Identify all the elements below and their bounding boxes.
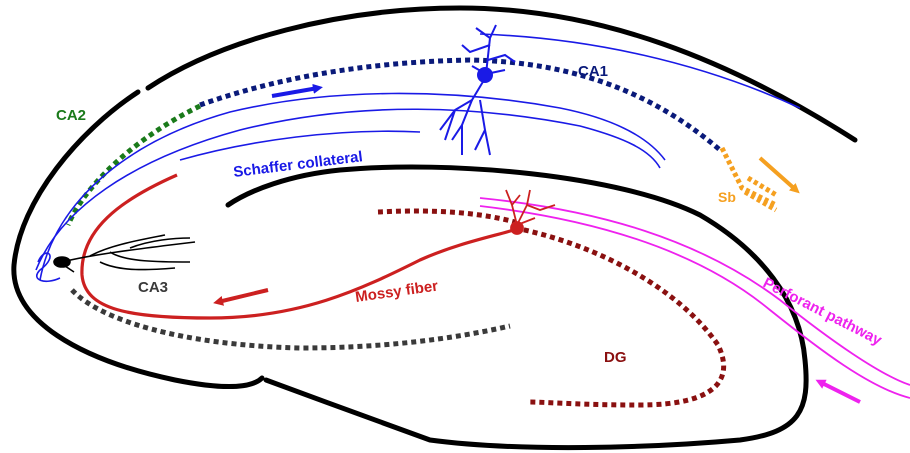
subiculum-direction-arrow [760, 158, 796, 190]
label-ca2: CA2 [56, 107, 86, 124]
schaffer-direction-arrow [272, 88, 318, 96]
label-mossy-fiber: Mossy fiber [354, 278, 439, 306]
label-ca1: CA1 [578, 63, 608, 80]
perforant-direction-arrow [820, 382, 860, 402]
ca1-pyramidal-layer [200, 60, 720, 150]
perforant-pathway [480, 198, 910, 398]
mossy-fiber [82, 175, 520, 318]
ca1-pyramidal-neuron [440, 25, 515, 155]
ca2-layer [68, 106, 200, 225]
outer-arc-top [148, 8, 855, 140]
perforant-fiber-1 [480, 198, 910, 385]
label-subiculum: Sb [718, 189, 736, 205]
label-dg: DG [604, 349, 627, 366]
schaffer-fiber-1 [40, 93, 665, 280]
schaffer-collateral-fibers [36, 34, 800, 281]
mossy-direction-arrow [218, 290, 268, 302]
outer-outline-lower [228, 167, 806, 448]
hippocampus-outline [14, 8, 855, 448]
label-perforant-pathway: Perforant pathway [760, 274, 885, 349]
dg-lower-blade [515, 228, 724, 405]
schaffer-fiber-2 [36, 109, 660, 270]
dg-granule-cell [506, 190, 555, 234]
ca3-pyramidal-layer [72, 290, 510, 348]
label-ca3: CA3 [138, 279, 168, 296]
dg-upper-blade [378, 211, 515, 222]
ca3-pyramidal-neuron [54, 235, 195, 272]
